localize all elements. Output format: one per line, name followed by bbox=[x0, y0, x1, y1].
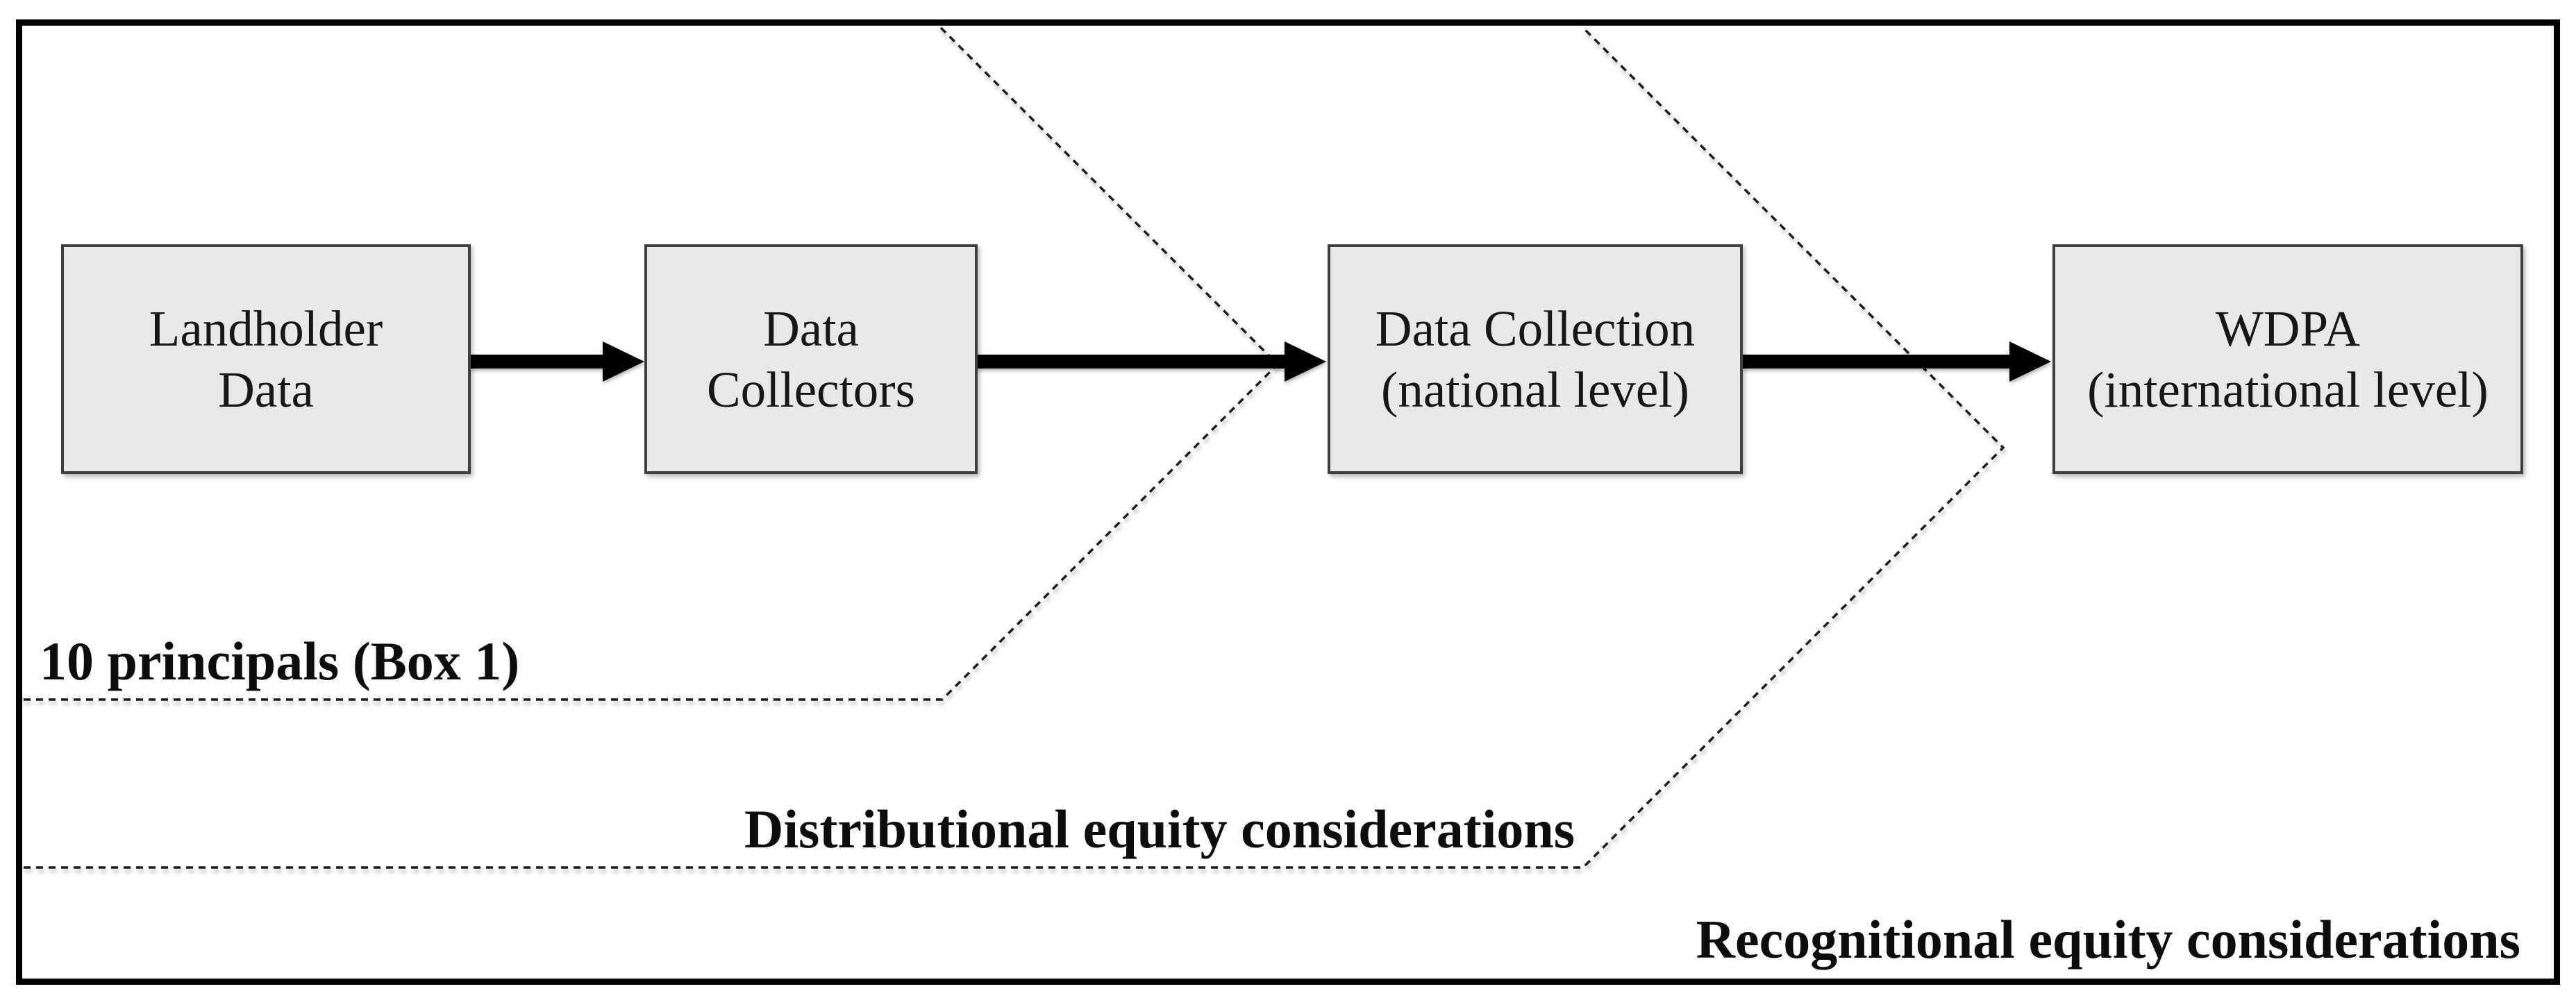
flow-arrow-3-icon bbox=[1741, 341, 2051, 382]
box-landholder-data-line2: Data bbox=[218, 361, 314, 418]
box-data-collection-national-line1: Data Collection bbox=[1375, 300, 1696, 357]
flow-arrow-2-icon bbox=[976, 341, 1326, 382]
box-landholder-data: Landholder Data bbox=[61, 244, 471, 474]
label-distributional-equity: Distributional equity considerations bbox=[744, 799, 1575, 859]
dashed-boundary-principles-zone bbox=[24, 25, 1280, 701]
box-data-collectors-line2: Collectors bbox=[706, 361, 916, 418]
label-recognitional-equity: Recognitional equity considerations bbox=[1696, 909, 2520, 970]
flow-arrow-1-icon bbox=[469, 341, 644, 382]
figure-border-frame bbox=[16, 19, 2560, 985]
label-10-principals: 10 principals (Box 1) bbox=[40, 631, 520, 691]
box-data-collectors: Data Collectors bbox=[644, 244, 978, 474]
dashed-boundary-distributional-zone bbox=[24, 25, 2005, 869]
box-data-collection-national: Data Collection (national level) bbox=[1328, 244, 1743, 474]
box-wdpa-international-line1: WDPA bbox=[2215, 300, 2361, 357]
box-landholder-data-line1: Landholder bbox=[149, 300, 383, 357]
box-wdpa-international: WDPA (international level) bbox=[2052, 244, 2523, 474]
box-wdpa-international-line2: (international level) bbox=[2087, 361, 2489, 418]
box-data-collection-national-line2: (national level) bbox=[1381, 361, 1689, 418]
box-data-collectors-line1: Data bbox=[763, 300, 859, 357]
